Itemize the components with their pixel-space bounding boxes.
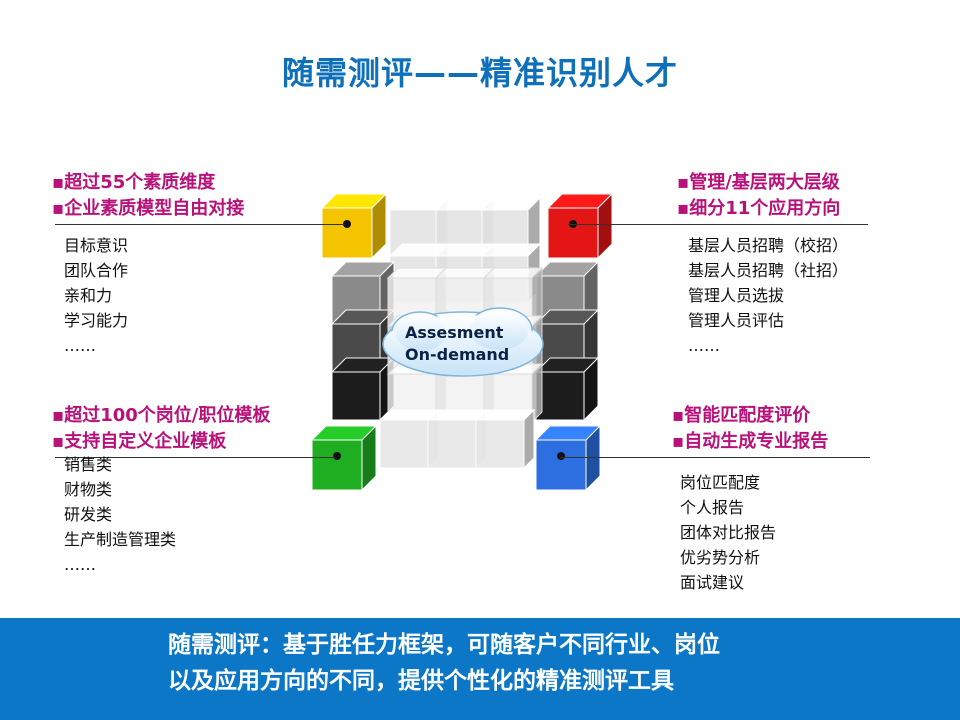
list-item: 基层人员招聘（社招）	[688, 261, 849, 280]
cloud-label: Assesment On-demand	[405, 322, 509, 366]
heading-line: ▪超过55个素质维度	[52, 172, 216, 193]
list-item: 团体对比报告	[680, 523, 777, 542]
list-item: 岗位匹配度	[680, 473, 761, 492]
quadrant-headings: ▪管理/基层两大层级 ▪细分11个应用方向	[677, 170, 840, 222]
cloud-label-line1: Assesment	[405, 323, 504, 342]
list-item: ……	[688, 336, 720, 355]
footer-line: 以及应用方向的不同，提供个性化的精准测评工具	[168, 668, 674, 694]
list-item: 管理人员选拔	[688, 286, 785, 305]
quadrant-headings: ▪超过55个素质维度 ▪企业素质模型自由对接	[52, 170, 244, 222]
heading-line: ▪细分11个应用方向	[677, 198, 841, 219]
list-item: 学习能力	[64, 311, 129, 330]
divider-line	[55, 457, 335, 458]
heading-line: ▪智能匹配度评价	[672, 405, 811, 426]
list-item: 管理人员评估	[688, 311, 785, 330]
green-cube	[310, 424, 378, 492]
item-list: 目标意识 团队合作 亲和力 学习能力 ……	[64, 233, 128, 358]
list-item: 面试建议	[680, 573, 745, 592]
cloud-shape	[382, 307, 544, 377]
yellow-cube	[320, 192, 388, 260]
footer-summary: 随需测评：基于胜任力框架，可随客户不同行业、岗位 以及应用方向的不同，提供个性化…	[168, 627, 720, 699]
heading-line: ▪支持自定义企业模板	[52, 431, 227, 452]
dark-cube	[534, 356, 600, 422]
divider-line	[55, 224, 345, 225]
dark-cube	[330, 356, 396, 422]
cloud-label-line2: On-demand	[405, 345, 510, 364]
list-item: ……	[64, 555, 96, 574]
connector-dot	[333, 452, 341, 460]
heading-line: ▪企业素质模型自由对接	[52, 198, 245, 219]
connector-dot	[343, 220, 351, 228]
divider-line	[560, 457, 870, 458]
list-item: 目标意识	[64, 236, 129, 255]
list-item: 亲和力	[64, 286, 113, 305]
list-item: 个人报告	[680, 498, 745, 517]
quadrant-headings: ▪智能匹配度评价 ▪自动生成专业报告	[672, 403, 828, 455]
connector-dot	[557, 452, 565, 460]
footer-banner	[0, 618, 960, 720]
page-title: 随需测评——精准识别人才	[281, 54, 678, 92]
quadrant-headings: ▪超过100个岗位/职位模板 ▪支持自定义企业模板	[52, 403, 270, 455]
grey-cube	[474, 408, 536, 470]
footer-line: 随需测评：基于胜任力框架，可随客户不同行业、岗位	[168, 632, 720, 658]
list-item: 基层人员招聘（校招）	[688, 236, 849, 255]
item-list: 岗位匹配度 个人报告 团体对比报告 优劣势分析 面试建议	[680, 470, 776, 595]
item-list: 基层人员招聘（校招） 基层人员招聘（社招） 管理人员选拔 管理人员评估 ……	[688, 233, 848, 358]
red-cube	[546, 192, 614, 260]
list-item: ……	[64, 336, 96, 355]
list-item: 财物类	[64, 480, 113, 499]
heading-line: ▪超过100个岗位/职位模板	[52, 405, 271, 426]
heading-line: ▪管理/基层两大层级	[677, 172, 840, 193]
list-item: 生产制造管理类	[64, 530, 177, 549]
list-item: 销售类	[64, 455, 113, 474]
item-list: 销售类 财物类 研发类 生产制造管理类 ……	[64, 452, 176, 577]
heading-line: ▪自动生成专业报告	[672, 431, 829, 452]
list-item: 优劣势分析	[680, 548, 761, 567]
blue-cube	[534, 424, 602, 492]
divider-line	[568, 224, 868, 225]
list-item: 研发类	[64, 505, 113, 524]
list-item: 团队合作	[64, 261, 129, 280]
